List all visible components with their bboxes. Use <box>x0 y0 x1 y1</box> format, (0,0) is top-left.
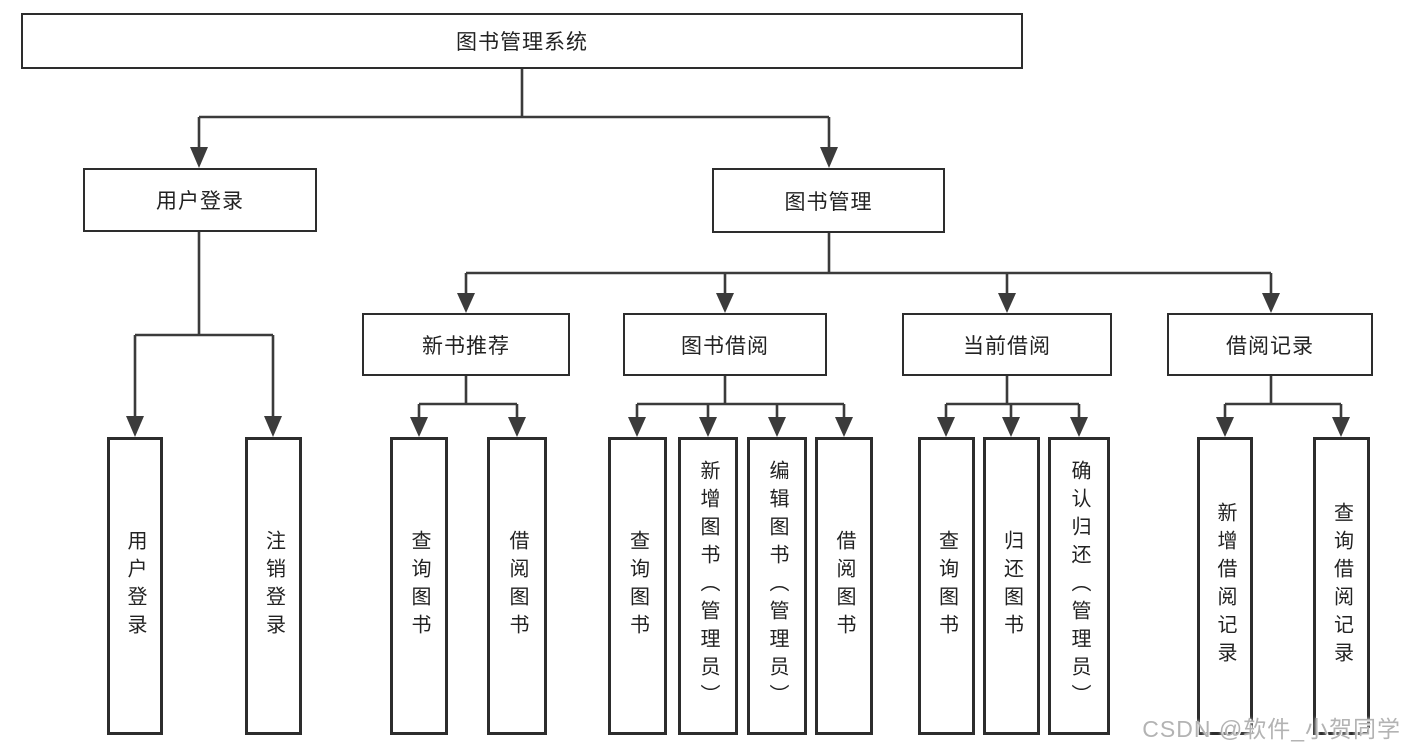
connector-user-login <box>133 232 275 419</box>
connector-book-mgmt <box>464 233 1273 296</box>
arrowhead <box>628 417 646 437</box>
leaf-user-login: 用户登录 <box>107 437 163 735</box>
leaf-add-book-admin: 新增图书（管理员） <box>678 437 738 735</box>
arrowhead <box>1070 417 1088 437</box>
arrowhead <box>1332 417 1350 437</box>
leaf-edit-book-admin: 编辑图书（管理员） <box>747 437 807 735</box>
node-book-borrowing-label: 图书借阅 <box>681 334 769 358</box>
node-new-book-recommend: 新书推荐 <box>362 313 570 376</box>
node-new-book-recommend-label: 新书推荐 <box>422 334 510 358</box>
node-current-borrowing-label: 当前借阅 <box>963 334 1051 358</box>
arrowhead <box>699 417 717 437</box>
connector-borrowing-records <box>1223 376 1343 420</box>
leaf-logout-label: 注销登录 <box>262 530 285 642</box>
arrowhead <box>835 417 853 437</box>
arrowhead <box>508 417 526 437</box>
arrowhead <box>937 417 955 437</box>
node-book-management: 图书管理 <box>712 168 945 233</box>
arrowhead <box>457 293 475 313</box>
leaf-query-borrow-record-label: 查询借阅记录 <box>1330 502 1353 670</box>
leaf-return-book: 归还图书 <box>983 437 1040 735</box>
arrowhead <box>998 293 1016 313</box>
node-book-management-label: 图书管理 <box>784 190 873 214</box>
leaf-confirm-return-admin-label: 确认归还（管理员） <box>1068 460 1090 712</box>
arrowhead <box>768 417 786 437</box>
node-borrowing-records: 借阅记录 <box>1167 313 1373 376</box>
node-library-management-system-label: 图书管理系统 <box>456 31 588 54</box>
leaf-query-books-recommend: 查询图书 <box>390 437 448 735</box>
arrowhead <box>264 416 282 437</box>
leaf-borrow-books: 借阅图书 <box>815 437 873 735</box>
leaf-add-borrow-record-label: 新增借阅记录 <box>1214 502 1236 670</box>
leaf-borrow-books-recommend: 借阅图书 <box>487 437 547 735</box>
arrowhead <box>1002 417 1020 437</box>
connector-root-drop <box>197 69 831 150</box>
leaf-query-books-current: 查询图书 <box>918 437 975 735</box>
node-borrowing-records-label: 借阅记录 <box>1226 334 1314 358</box>
arrowhead <box>410 417 428 437</box>
node-user-login: 用户登录 <box>83 168 317 232</box>
connector-new-book <box>417 376 519 420</box>
arrowhead <box>820 147 838 168</box>
leaf-logout: 注销登录 <box>245 437 302 735</box>
leaf-edit-book-admin-label: 编辑图书（管理员） <box>766 460 788 712</box>
leaf-add-borrow-record: 新增借阅记录 <box>1197 437 1253 735</box>
node-user-login-label: 用户登录 <box>156 190 244 213</box>
arrowhead <box>126 416 144 437</box>
leaf-user-login-label: 用户登录 <box>124 530 146 642</box>
connector-current-borrowing <box>944 376 1081 420</box>
arrowhead <box>716 293 734 313</box>
leaf-borrow-books-label: 借阅图书 <box>833 530 855 642</box>
leaf-borrow-books-recommend-label: 借阅图书 <box>506 530 528 642</box>
arrowhead <box>1262 293 1280 313</box>
leaf-query-books-borrowing-label: 查询图书 <box>626 530 649 642</box>
csdn-watermark: CSDN @软件_小贺同学 <box>1142 716 1401 742</box>
connector-book-borrowing <box>635 376 846 420</box>
leaf-query-books-borrowing: 查询图书 <box>608 437 667 735</box>
arrowhead <box>190 147 208 168</box>
leaf-query-borrow-record: 查询借阅记录 <box>1313 437 1370 735</box>
node-book-borrowing: 图书借阅 <box>623 313 827 376</box>
leaf-query-books-current-label: 查询图书 <box>935 530 958 642</box>
node-library-management-system: 图书管理系统 <box>21 13 1023 69</box>
leaf-add-book-admin-label: 新增图书（管理员） <box>697 460 719 712</box>
leaf-confirm-return-admin: 确认归还（管理员） <box>1048 437 1110 735</box>
leaf-query-books-recommend-label: 查询图书 <box>408 530 430 642</box>
arrowhead <box>1216 417 1234 437</box>
node-current-borrowing: 当前借阅 <box>902 313 1112 376</box>
leaf-return-book-label: 归还图书 <box>1000 530 1023 642</box>
